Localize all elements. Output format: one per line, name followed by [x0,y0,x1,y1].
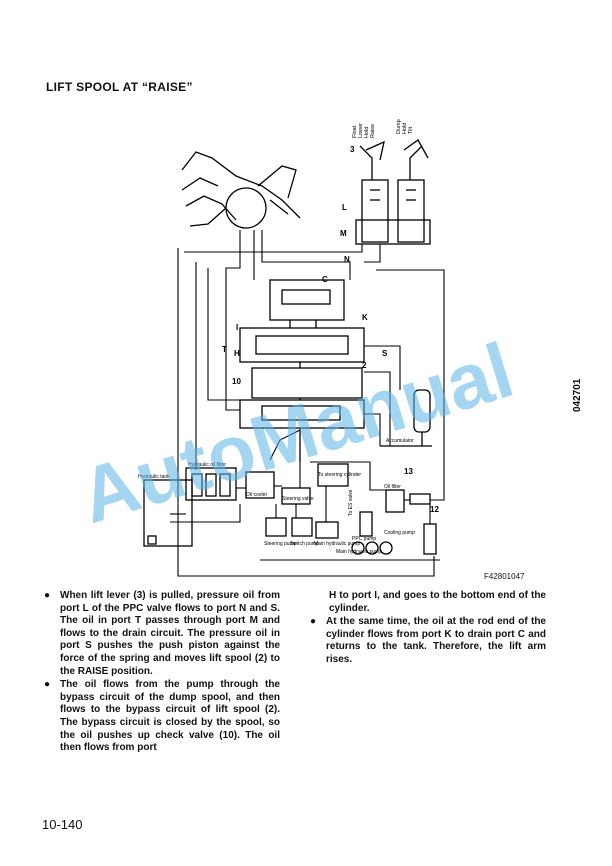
paragraph-text: At the same time, the oil at the rod end… [326,616,546,665]
side-code: 042701 [572,378,583,412]
lever-pos-float: Float [352,125,358,138]
callout-port-s: S [382,349,388,358]
loader-illustration [181,151,301,229]
bullet: ● [44,679,51,691]
ppc-valve-assembly [355,139,431,245]
accumulator [380,389,432,447]
lever-pos-dump: Dump [396,119,402,134]
label-steering-valve: Steering valve [282,496,314,502]
label-switch-pump: Switch pump [290,541,319,547]
label-oil-filter: Oil filter [384,484,401,490]
text-column-left: ● When lift lever (3) is pulled, pressur… [44,590,280,756]
paragraph: ● When lift lever (3) is pulled, pressur… [44,590,280,678]
label-cooling-pump: Cooling pump [384,530,415,536]
figure-code: F42801047 [484,572,525,581]
label-hydraulic-tank: Hydraulic tank [138,474,170,480]
lever-pos-tilt: Tilt [408,126,414,134]
label-ppc-pump: PPC pump [352,536,376,542]
lever-pos-raise: Raise [370,124,376,138]
paragraph-text: H to port I, and goes to the bottom end … [329,590,546,614]
callout-port-l: L [342,203,347,212]
paragraph-text: When lift lever (3) is pulled, pressure … [60,590,280,677]
bullet: ● [44,590,51,601]
text-column-right: H to port I, and goes to the bottom end … [310,590,546,668]
oil-cooler [245,471,275,499]
paragraph: H to port I, and goes to the bottom end … [310,590,546,615]
lever-pos-lower: Lower [358,123,364,138]
callout-port-i: I [236,323,238,332]
callout-port-k: K [362,313,368,322]
label-to-es-valve: To ES valve [348,489,354,516]
callout-port-c: C [322,275,328,284]
paragraph: ● The oil flows from the pump through th… [44,679,280,755]
main-control-valve [239,279,365,462]
label-main-hydraulic-pump: Main hydraulic pump [314,541,360,547]
page-title: LIFT SPOOL AT “RAISE” [46,80,193,94]
pump-group [265,463,437,555]
callout-12: 12 [430,505,439,514]
label-main-hydraulic-pump-2: Main hydraulic pump [336,549,382,555]
label-hydraulic-oil-filter: Hydraulic oil filter [188,462,226,468]
lever-pos-hold-2: Hold [402,123,408,134]
callout-13: 13 [404,467,413,476]
callout-port-n: N [344,255,350,264]
paragraph: ● At the same time, the oil at the rod e… [310,616,546,666]
callout-port-t: T [222,345,227,354]
label-oil-cooler: Oil cooler [246,492,267,498]
page-number: 10-140 [42,817,83,832]
label-accumulator: Accumulator [386,438,414,444]
callout-port-m: M [340,229,347,238]
callout-port-h: H [234,349,240,358]
label-steering-pump: Steering pump [264,541,297,547]
paragraph-text: The oil flows from the pump through the … [60,679,280,754]
callout-valve-10: 10 [232,377,241,386]
bullet: ● [310,616,317,628]
callout-spool-2: 2 [362,361,367,370]
hydraulic-lines [170,230,445,577]
label-to-steering-cylinder: To steering cylinder [318,472,361,478]
hydraulic-tank [143,467,237,547]
callout-lever-3: 3 [350,145,355,154]
lever-pos-hold: Hold [364,127,370,138]
